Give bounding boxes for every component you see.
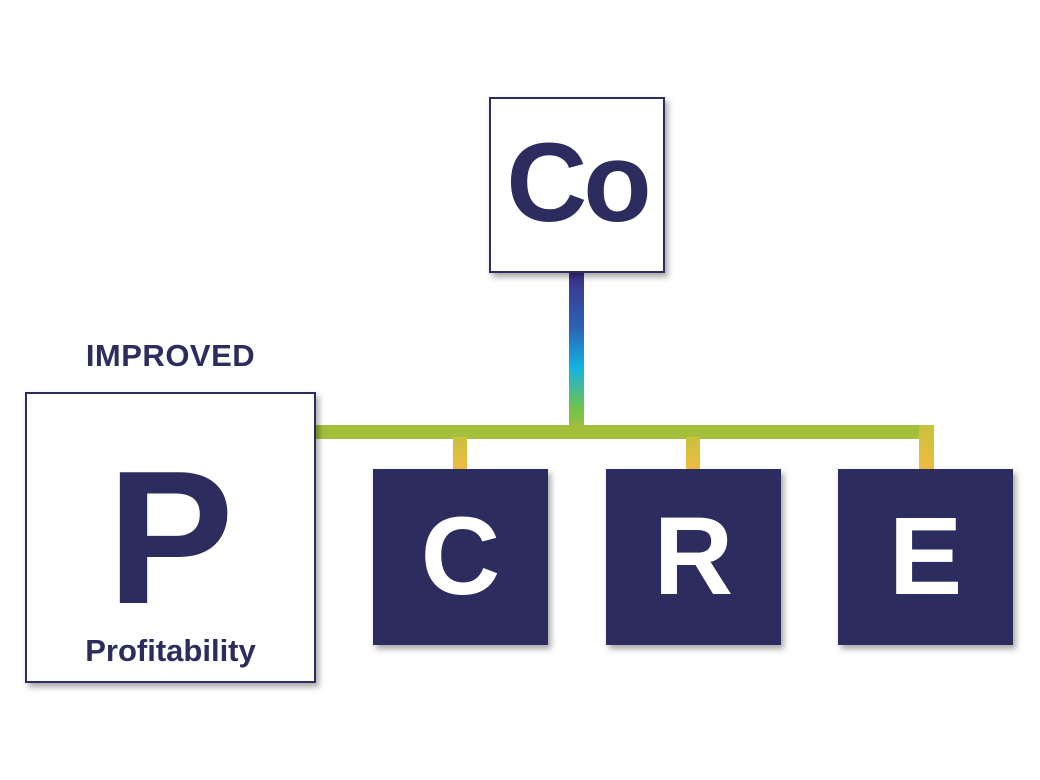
- child-element-c: C: [373, 469, 548, 645]
- child-symbol: C: [420, 495, 501, 618]
- horizontal-bar: [316, 425, 934, 439]
- child-symbol: E: [888, 495, 963, 618]
- top-element-symbol: Co: [506, 120, 651, 245]
- child-element-e: E: [838, 469, 1013, 645]
- improved-label: IMPROVED: [85, 338, 256, 373]
- child-symbol: R: [653, 495, 734, 618]
- drop-r: [686, 437, 700, 469]
- improved-element-symbol: P: [107, 431, 234, 644]
- improved-element-box: P Profitability: [25, 392, 316, 683]
- vertical-stem: [569, 273, 584, 431]
- drop-e: [919, 425, 934, 469]
- top-element-box: Co: [489, 97, 665, 273]
- improved-element-name: Profitability: [85, 632, 256, 668]
- drop-c: [453, 437, 467, 469]
- child-element-r: R: [606, 469, 781, 645]
